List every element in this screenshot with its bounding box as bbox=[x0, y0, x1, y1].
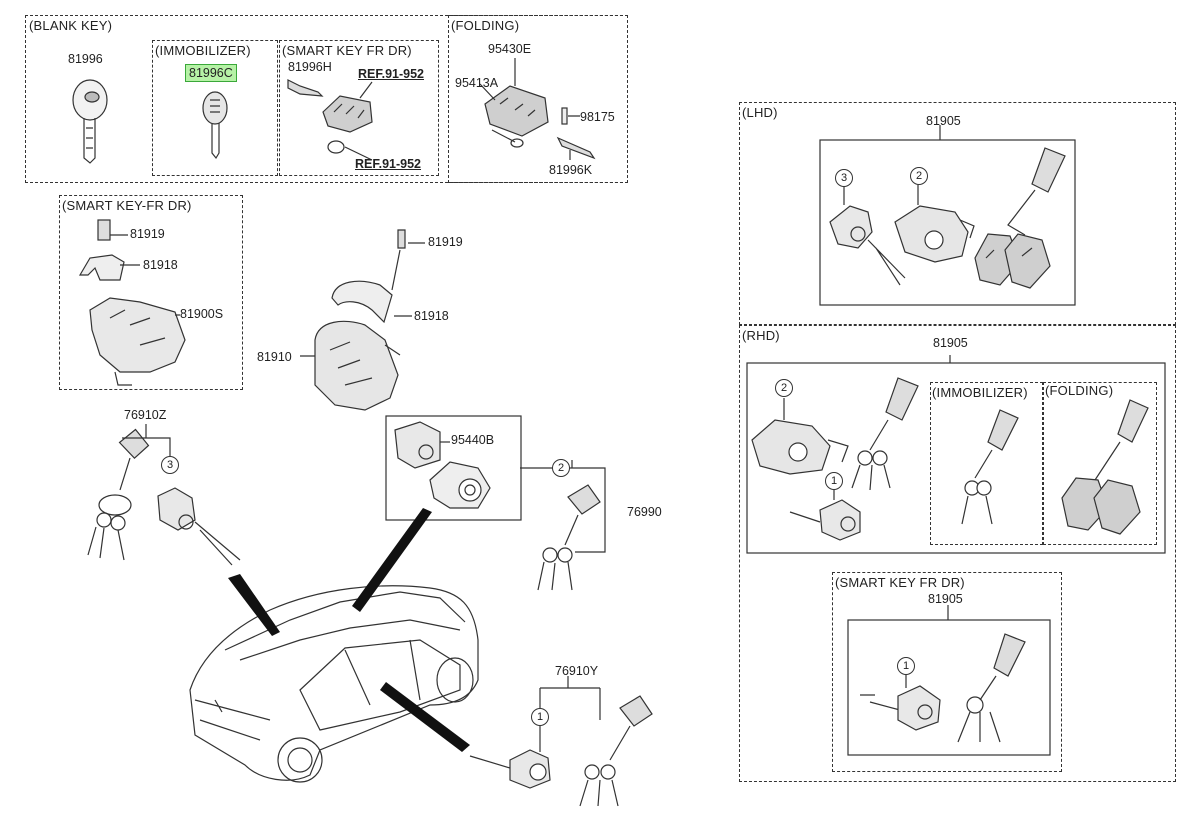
part-label-98175[interactable]: 98175 bbox=[580, 110, 615, 124]
rhd-assembly bbox=[746, 355, 1166, 554]
lhd-box bbox=[739, 102, 1176, 325]
part-label-81905-rhd[interactable]: 81905 bbox=[933, 336, 968, 350]
car-drawing bbox=[189, 585, 479, 783]
rhd-box bbox=[739, 325, 1176, 782]
section-rhd-folding: (FOLDING) bbox=[1045, 383, 1114, 398]
key-set-76910y bbox=[469, 676, 653, 807]
lhd-assembly bbox=[819, 125, 1076, 306]
part-label-81919-left[interactable]: 81919 bbox=[130, 227, 165, 241]
callout-1-rhd-smart: 1 bbox=[897, 657, 915, 675]
part-label-81919-mid[interactable]: 81919 bbox=[428, 235, 463, 249]
part-label-81996c[interactable]: 81996C bbox=[185, 64, 237, 82]
key-set-76990 bbox=[520, 460, 606, 591]
part-label-81996k[interactable]: 81996K bbox=[549, 163, 593, 177]
immobilizer-key-drawing bbox=[202, 91, 228, 160]
callout-3-left: 3 bbox=[161, 456, 179, 474]
part-label-76990[interactable]: 76990 bbox=[627, 505, 662, 519]
part-label-76910z[interactable]: 76910Z bbox=[124, 408, 167, 422]
folding-key-drawing bbox=[479, 58, 596, 160]
ref-link-bottom[interactable]: REF.91-952 bbox=[355, 157, 422, 171]
callout-1-bottom: 1 bbox=[531, 708, 549, 726]
ignition-assembly bbox=[300, 229, 425, 411]
part-label-95440b[interactable]: 95440B bbox=[451, 433, 495, 447]
door-lock-assembly-left bbox=[78, 219, 186, 386]
pointer-arrows bbox=[228, 508, 470, 752]
part-label-81910[interactable]: 81910 bbox=[257, 350, 292, 364]
smart-key-fr-dr-left-box bbox=[59, 195, 243, 390]
part-label-81905-lhd[interactable]: 81905 bbox=[926, 114, 961, 128]
callout-1-rhd: 1 bbox=[825, 472, 843, 490]
immobilizer-box bbox=[152, 40, 278, 176]
callout-2-lhd: 2 bbox=[910, 167, 928, 185]
section-smart-key-fr-dr: (SMART KEY FR DR) bbox=[282, 43, 412, 58]
section-rhd-smart-key: (SMART KEY FR DR) bbox=[835, 575, 965, 590]
ignition-lock-inset bbox=[385, 415, 522, 521]
rhd-smart-key-assembly bbox=[847, 605, 1051, 756]
part-label-95430e[interactable]: 95430E bbox=[488, 42, 532, 56]
smart-key-drawing bbox=[287, 79, 373, 161]
callout-3-lhd: 3 bbox=[835, 169, 853, 187]
part-label-81918-mid[interactable]: 81918 bbox=[414, 309, 449, 323]
section-smart-key-fr-dr-left: (SMART KEY-FR DR) bbox=[62, 198, 192, 213]
folding-box bbox=[448, 15, 628, 183]
section-immobilizer: (IMMOBILIZER) bbox=[155, 43, 251, 58]
part-label-95413a[interactable]: 95413A bbox=[455, 76, 499, 90]
key-set-76910z bbox=[87, 424, 241, 566]
rhd-folding-box bbox=[1043, 382, 1157, 545]
section-blank-key: (BLANK KEY) bbox=[29, 18, 113, 33]
smart-key-fr-dr-box bbox=[279, 40, 439, 176]
callout-2-rhd: 2 bbox=[775, 379, 793, 397]
rhd-smart-key-box bbox=[832, 572, 1062, 772]
part-label-81900s[interactable]: 81900S bbox=[180, 307, 224, 321]
section-folding: (FOLDING) bbox=[451, 18, 520, 33]
blank-key-drawing bbox=[72, 79, 108, 164]
part-label-81905-rhd-smart[interactable]: 81905 bbox=[928, 592, 963, 606]
rhd-immobilizer-box bbox=[930, 382, 1043, 545]
part-label-81918-left[interactable]: 81918 bbox=[143, 258, 178, 272]
part-label-81996h[interactable]: 81996H bbox=[288, 60, 332, 74]
section-rhd-immobilizer: (IMMOBILIZER) bbox=[932, 385, 1028, 400]
part-label-81996[interactable]: 81996 bbox=[68, 52, 103, 66]
ref-link-top[interactable]: REF.91-952 bbox=[358, 67, 425, 81]
section-lhd: (LHD) bbox=[742, 105, 778, 120]
section-rhd: (RHD) bbox=[742, 328, 780, 343]
part-label-76910y[interactable]: 76910Y bbox=[555, 664, 599, 678]
callout-2-mid: 2 bbox=[552, 459, 570, 477]
